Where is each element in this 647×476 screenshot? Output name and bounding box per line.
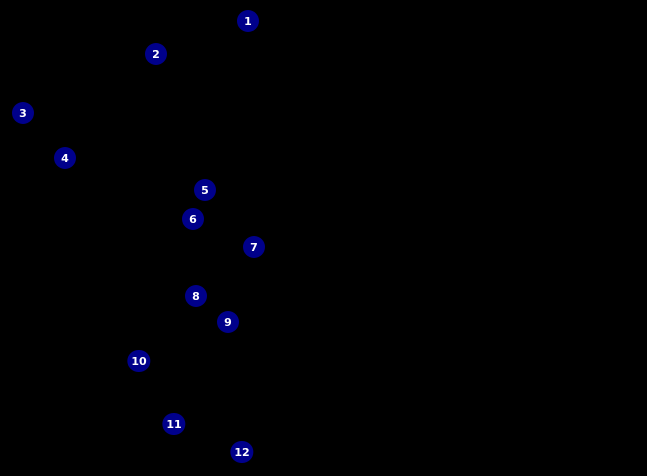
marker-badge-9[interactable]: 9 [217,311,239,333]
marker-badge-4[interactable]: 4 [54,147,76,169]
marker-badge-1[interactable]: 1 [237,10,259,32]
marker-badge-8[interactable]: 8 [185,285,207,307]
marker-badge-5[interactable]: 5 [194,179,216,201]
marker-badge-3[interactable]: 3 [12,102,34,124]
marker-badge-10[interactable]: 10 [127,350,151,372]
marker-badge-11[interactable]: 11 [162,413,186,435]
marker-badge-12[interactable]: 12 [230,441,254,463]
marker-badge-7[interactable]: 7 [243,236,265,258]
marker-badge-2[interactable]: 2 [145,43,167,65]
marker-badge-6[interactable]: 6 [182,208,204,230]
